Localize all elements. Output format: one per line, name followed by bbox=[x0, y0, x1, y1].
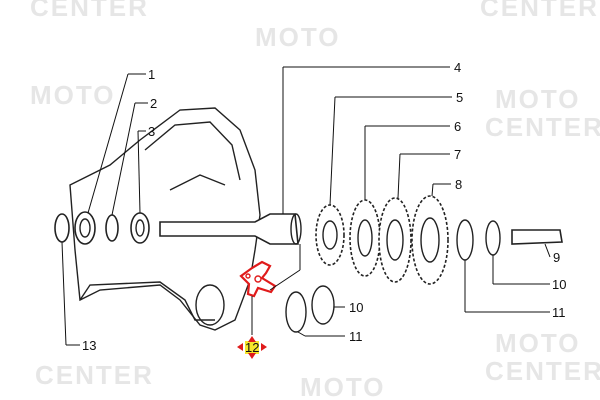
crankcase-housing bbox=[69, 107, 261, 331]
callout-11[interactable]: 11 bbox=[349, 329, 363, 344]
watermark: MOTO bbox=[255, 22, 341, 52]
watermark: CENTER bbox=[35, 360, 154, 390]
callout-labels: 1 2 3 4 5 6 7 8 9 10 11 10 11 12 13 bbox=[82, 60, 566, 355]
callout-1[interactable]: 1 bbox=[148, 67, 155, 82]
watermark: MOTO bbox=[30, 80, 116, 110]
callout-13[interactable]: 13 bbox=[82, 338, 96, 353]
callout-10[interactable]: 10 bbox=[552, 277, 566, 292]
watermark: CENTER bbox=[485, 356, 600, 386]
selection-marker bbox=[237, 336, 267, 359]
watermark: MOTO bbox=[495, 84, 581, 114]
callout-9[interactable]: 9 bbox=[553, 250, 560, 265]
gear-set bbox=[285, 195, 563, 333]
callout-5[interactable]: 5 bbox=[456, 90, 463, 105]
callout-8[interactable]: 8 bbox=[455, 177, 462, 192]
callout-11[interactable]: 11 bbox=[552, 305, 566, 320]
highlighted-part-12[interactable] bbox=[239, 260, 277, 298]
callout-12[interactable]: 12 bbox=[245, 340, 259, 355]
callout-4[interactable]: 4 bbox=[454, 60, 461, 75]
bearing-stack bbox=[54, 211, 150, 245]
callout-7[interactable]: 7 bbox=[454, 147, 461, 162]
callout-10[interactable]: 10 bbox=[349, 300, 363, 315]
watermark-group: CENTER CENTER MOTO MOTO MOTO CENTER MOTO… bbox=[30, 0, 600, 400]
watermark: MOTO bbox=[300, 372, 386, 400]
callout-3[interactable]: 3 bbox=[148, 124, 155, 139]
watermark: CENTER bbox=[485, 112, 600, 142]
watermark: CENTER bbox=[30, 0, 149, 22]
watermark: CENTER bbox=[480, 0, 599, 22]
drive-shaft bbox=[159, 213, 302, 245]
callout-6[interactable]: 6 bbox=[454, 119, 461, 134]
watermark: MOTO bbox=[495, 328, 581, 358]
leader-lines bbox=[61, 66, 551, 346]
callout-2[interactable]: 2 bbox=[150, 96, 157, 111]
